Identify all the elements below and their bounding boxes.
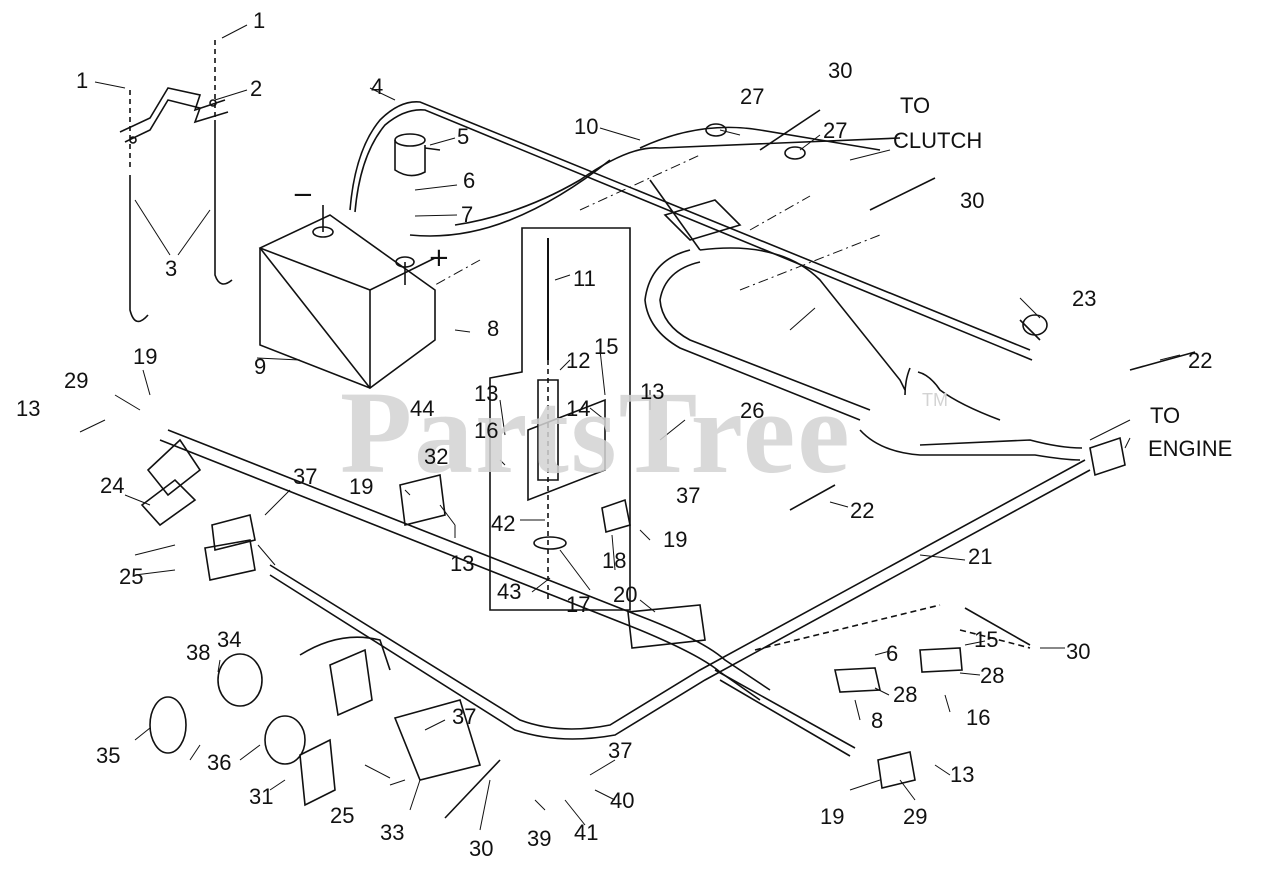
part-number-label: 6 — [886, 641, 899, 666]
part-number-label: 15 — [974, 627, 999, 652]
part-number-label: 2 — [250, 76, 263, 101]
part-number-label: 1 — [253, 8, 266, 33]
upper-harness-loop — [454, 126, 906, 421]
part-number-label: 25 — [330, 803, 355, 828]
part-number-label: 37 — [608, 738, 633, 763]
cable-clamps — [754, 604, 1031, 789]
cable-ties — [444, 109, 1196, 819]
part-number-label: 28 — [893, 682, 918, 707]
part-number-label: 22 — [850, 498, 875, 523]
part-number-label: 29 — [903, 804, 928, 829]
part-number-label: 13 — [474, 381, 499, 406]
part-number-label: 19 — [820, 804, 845, 829]
to-engine-label-line1: TO — [1150, 403, 1181, 428]
part-number-label: 19 — [349, 474, 374, 499]
negative-terminal-sign: − — [292, 180, 314, 210]
part-number-label: 5 — [457, 124, 470, 149]
part-number-label: 40 — [610, 788, 635, 813]
bracket-kit-panel — [489, 227, 631, 611]
part-number-label: 12 — [566, 348, 591, 373]
part-number-label: 27 — [740, 84, 765, 109]
part-number-label: 26 — [740, 398, 765, 423]
part-number-label: 31 — [249, 784, 274, 809]
part-number-label: 22 — [1188, 348, 1213, 373]
part-number-label: 25 — [119, 564, 144, 589]
connectors — [140, 199, 1126, 649]
part-number-label: 7 — [461, 202, 474, 227]
watermark: PartsTree — [340, 367, 852, 498]
to-clutch-label-line1: TO — [900, 93, 931, 118]
part-number-label: 8 — [487, 316, 500, 341]
part-number-label: 13 — [640, 379, 665, 404]
trademark-symbol: TM — [922, 390, 948, 410]
part-number-label: 42 — [491, 511, 516, 536]
part-number-label: 30 — [1066, 639, 1091, 664]
part-number-label: 8 — [871, 708, 884, 733]
part-number-label: 29 — [64, 368, 89, 393]
part-number-label: 13 — [950, 762, 975, 787]
part-number-label: 17 — [566, 592, 591, 617]
terminal-cap — [394, 133, 441, 177]
part-number-label: 6 — [463, 168, 476, 193]
part-number-label: 10 — [574, 114, 599, 139]
part-number-label: 43 — [497, 579, 522, 604]
part-number-label: 1 — [76, 68, 89, 93]
part-number-label: 14 — [566, 396, 591, 421]
part-number-label: 35 — [96, 743, 121, 768]
positive-terminal-sign: + — [428, 243, 450, 273]
part-number-label: 21 — [968, 544, 993, 569]
alignment-lines — [434, 154, 881, 291]
part-number-label: 9 — [254, 354, 267, 379]
main-harness — [159, 429, 1091, 757]
part-number-label: 3 — [165, 256, 178, 281]
part-number-label: 34 — [217, 627, 242, 652]
part-number-label: 39 — [527, 826, 552, 851]
battery-cables — [349, 101, 1033, 421]
part-number-label: 23 — [1072, 286, 1097, 311]
part-number-label: 4 — [371, 74, 384, 99]
part-number-label: 16 — [474, 418, 499, 443]
part-number-label: 30 — [828, 58, 853, 83]
part-number-label: 18 — [602, 548, 627, 573]
part-number-label: 30 — [960, 188, 985, 213]
part-number-label: 13 — [450, 551, 475, 576]
to-engine-label-line2: ENGINE — [1148, 436, 1233, 461]
battery — [258, 205, 436, 390]
part-number-label: 33 — [380, 820, 405, 845]
hold-down-bracket — [119, 40, 233, 323]
to-clutch-label-line2: CLUTCH — [893, 128, 983, 153]
part-number-label: 11 — [573, 266, 596, 291]
part-number-label: 20 — [613, 582, 638, 607]
part-number-label: 36 — [207, 750, 232, 775]
part-number-label: 30 — [469, 836, 494, 861]
part-number-label: 19 — [133, 344, 158, 369]
part-number-label: 16 — [966, 705, 991, 730]
part-number-label: 13 — [16, 396, 41, 421]
part-number-label: 37 — [676, 483, 701, 508]
part-number-label: 41 — [574, 820, 599, 845]
part-number-label: 27 — [823, 118, 848, 143]
part-number-label: 28 — [980, 663, 1005, 688]
part-number-label: 32 — [424, 444, 449, 469]
part-number-label: 15 — [594, 334, 619, 359]
part-number-label: 38 — [186, 640, 211, 665]
lower-switch-components — [149, 636, 482, 807]
part-number-label: 24 — [100, 473, 125, 498]
part-number-label: 44 — [410, 396, 435, 421]
leader-lines — [79, 24, 1181, 831]
part-number-label: 19 — [663, 527, 688, 552]
part-number-label: 37 — [293, 464, 318, 489]
part-number-label: 37 — [452, 704, 477, 729]
